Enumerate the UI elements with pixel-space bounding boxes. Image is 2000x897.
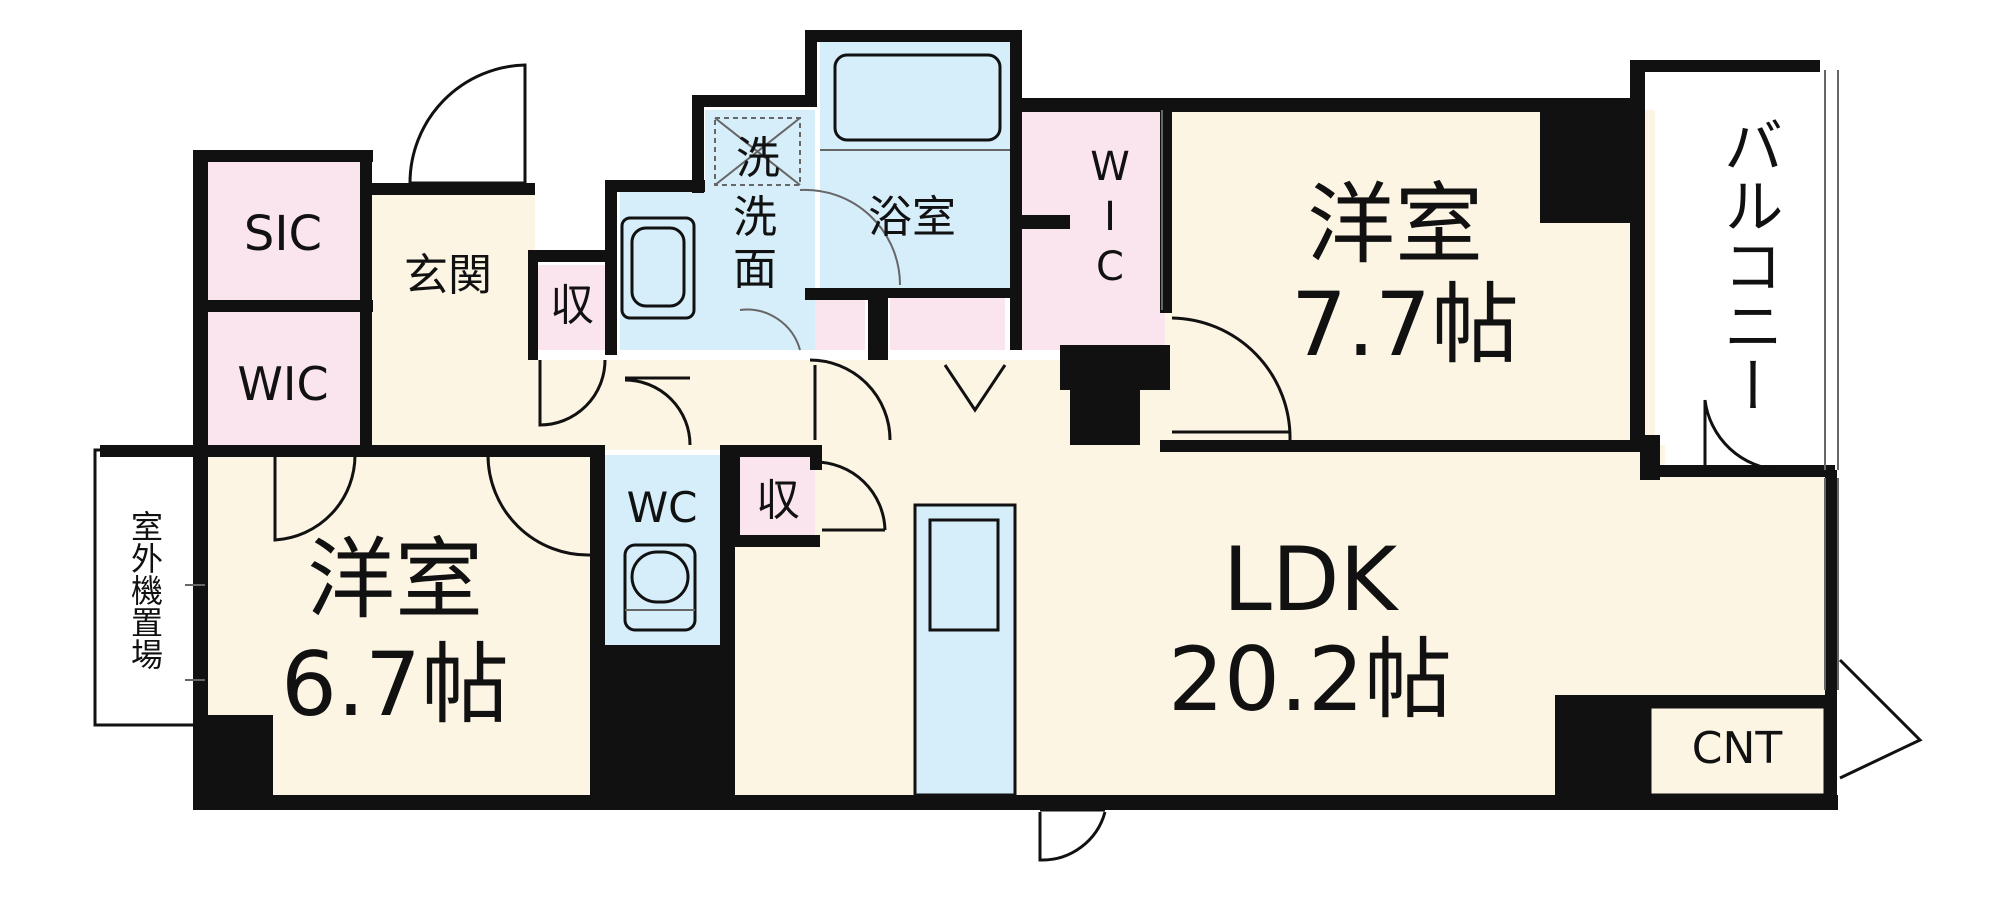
hallway-floor	[370, 360, 1060, 450]
entrance-label: 玄関	[404, 250, 492, 301]
wall-sic-top	[193, 150, 373, 162]
storage-top-label: 収	[550, 280, 594, 331]
wall-sic-wic	[193, 300, 373, 312]
storage-top-floor	[535, 265, 610, 350]
wall-storage-right	[605, 180, 617, 355]
bedroom1-name: 洋室	[307, 528, 483, 631]
wall-wc-left	[590, 445, 605, 645]
wall-small-div-a	[868, 288, 888, 360]
walls	[100, 30, 1838, 810]
wall-bath-bottom	[805, 288, 1020, 298]
label-line: W	[1090, 144, 1130, 190]
wall-cnt-pillar	[1555, 695, 1650, 805]
wall-small-top	[805, 290, 870, 300]
wall-bath-left	[805, 30, 817, 105]
sic-floor	[205, 160, 360, 300]
wall-pillar-mid	[1060, 345, 1170, 390]
wall-wc-right-block	[720, 445, 740, 540]
label-line: I	[1104, 194, 1116, 240]
washroom-top-label: 洗	[736, 133, 780, 184]
wall-balcony-top	[1635, 60, 1820, 72]
wall-bedroom1-top	[100, 445, 590, 457]
fixtures	[93, 53, 1923, 862]
wall-washtop-left	[692, 98, 704, 193]
bedroom1-size: 6.7帖	[281, 633, 509, 736]
wall-washtop-top	[692, 95, 817, 107]
wall-bedroom2-right	[1640, 435, 1660, 480]
label-line: 面	[733, 244, 777, 295]
wic-right-floor	[1020, 110, 1165, 350]
wall-ldk-right	[1825, 470, 1837, 810]
balcony-floor	[1665, 70, 1830, 475]
room-fills	[95, 40, 1830, 800]
bath-floor	[820, 40, 1015, 290]
wall-balcony-bottom	[1640, 465, 1835, 477]
cnt-label: CNT	[1692, 723, 1783, 774]
wall-bedroom2-bottom	[1160, 440, 1655, 452]
wic-left-floor	[205, 310, 360, 445]
outdoor-unit-label: 室外機置場	[126, 510, 164, 670]
wall-storage-mid-top	[720, 445, 820, 457]
balcony-label: バルコニー	[1713, 115, 1783, 415]
storage-small-b	[890, 298, 1005, 350]
ldk-name: LDK	[1223, 528, 1400, 631]
wall-balcony-left	[1630, 60, 1645, 440]
bath-label: 浴室	[868, 192, 956, 243]
wall-wc-bottom-block	[590, 645, 735, 800]
wall-left	[193, 150, 208, 810]
wall-cnt-top	[1555, 695, 1835, 707]
wall-storage-mid-bottom	[720, 535, 820, 547]
wall-bath-top	[805, 30, 1020, 42]
wall-storage-top	[530, 250, 610, 262]
storage-small-a	[815, 298, 865, 350]
washroom-label: 洗面	[733, 192, 777, 295]
wall-wicr-stub	[1010, 215, 1070, 229]
wall-wash-top	[605, 180, 705, 192]
wall-wc-right-lower	[720, 540, 735, 650]
wall-pillar-tr	[1540, 98, 1640, 223]
wall-storage-left	[528, 250, 538, 360]
storage-mid-label: 収	[756, 475, 800, 526]
wic-left-label: WIC	[237, 357, 328, 411]
wall-pillar-mid-b	[1070, 390, 1140, 445]
ldk-size: 20.2帖	[1168, 628, 1452, 731]
entrance-floor	[370, 195, 535, 360]
outdoor-unit-floor	[95, 455, 195, 725]
wall-entrance-top	[360, 183, 535, 195]
storage-mid-floor	[740, 455, 815, 535]
label-line: 洗	[733, 192, 777, 243]
wall-bedroom1-corner	[193, 715, 273, 805]
wc-label: WC	[627, 483, 698, 532]
bedroom2-size: 7.7帖	[1291, 273, 1519, 376]
wall-storage-mid-right	[810, 445, 822, 470]
wall-bath-right	[1010, 30, 1022, 350]
label-line: C	[1096, 244, 1124, 290]
bedroom2-name: 洋室	[1307, 173, 1483, 276]
sic-label: SIC	[244, 206, 322, 262]
